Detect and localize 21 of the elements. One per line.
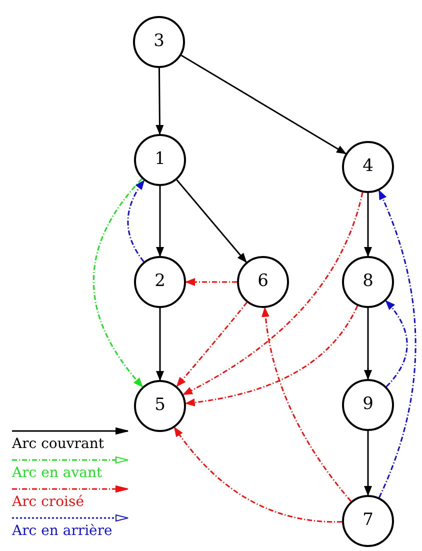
arrow [174,426,342,523]
arrow [127,180,145,262]
arrow [364,308,372,380]
arrow [385,300,408,388]
arrow [176,179,247,263]
legend-label: Arc croisé [12,494,86,511]
arrow [182,192,364,396]
arrow [156,308,164,381]
arrow [176,302,248,387]
arrow [378,190,416,498]
arrow [185,278,237,286]
arrow [156,68,164,135]
arrow [92,178,144,388]
arrow [262,306,352,502]
arrow [180,54,347,154]
arrow [364,431,372,496]
arrow [156,186,164,257]
legend-label: Arc couvrant [12,436,105,453]
arrow [364,193,372,257]
legend-label: Arc en avant [12,465,104,482]
legend-label: Arc en arrière [12,523,114,540]
